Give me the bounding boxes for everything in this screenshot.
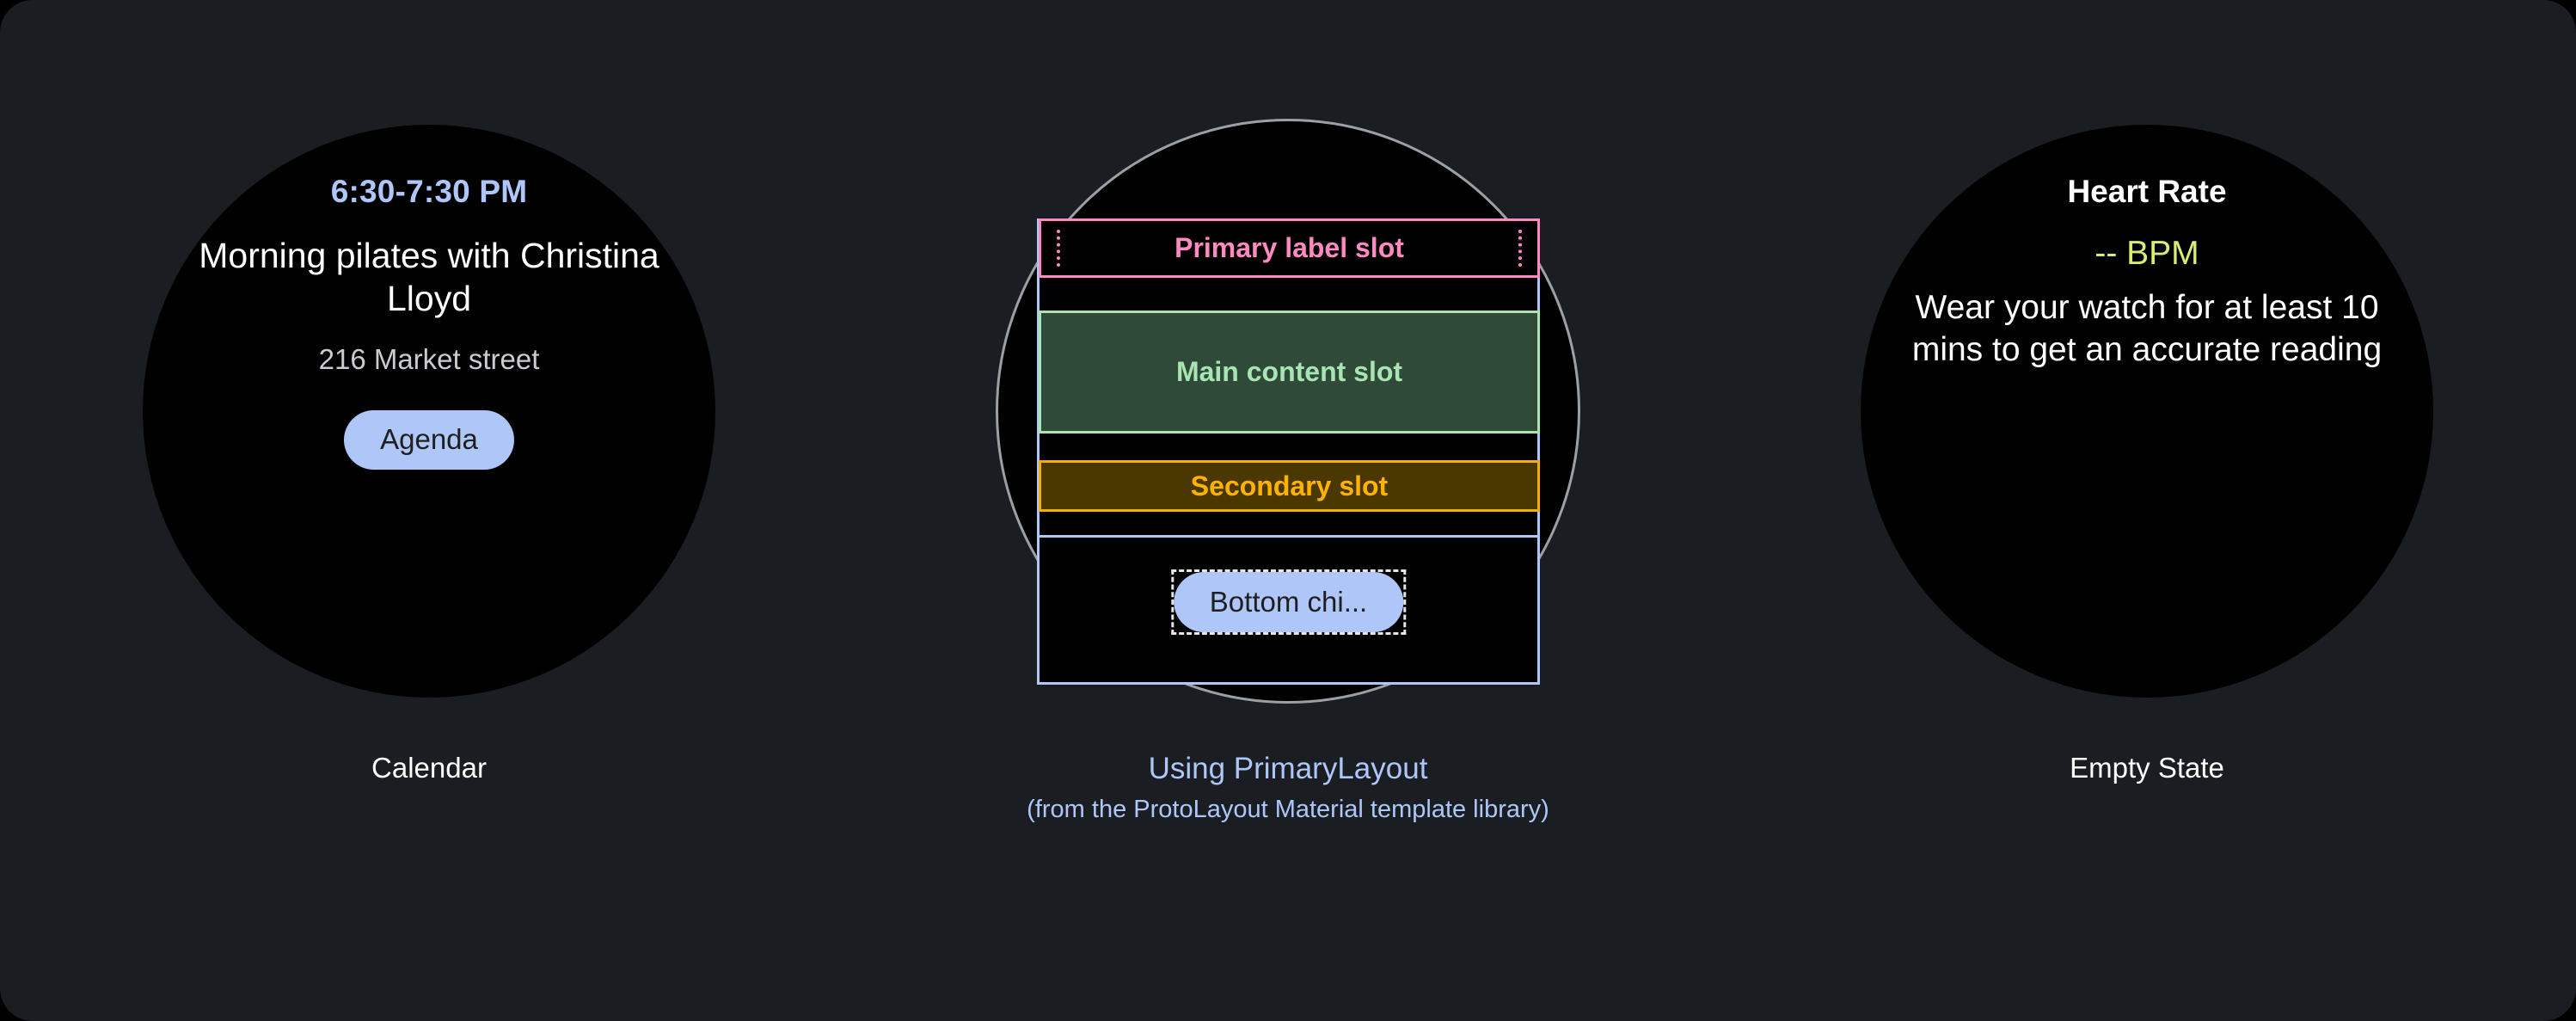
caption-empty-state: Empty State	[2070, 752, 2224, 784]
calendar-event-location: 216 Market street	[318, 342, 540, 375]
calendar-face-content: 6:30-7:30 PM Morning pilates with Christ…	[143, 125, 715, 698]
guide-line-left-icon	[1057, 230, 1060, 267]
panel-calendar: 6:30-7:30 PM Morning pilates with Christ…	[0, 0, 858, 1021]
heart-rate-value: -- BPM	[2095, 234, 2199, 272]
caption-primary-layout-main: Using PrimaryLayout	[1148, 752, 1428, 785]
slot-primary-label[interactable]: Primary label slot	[1039, 218, 1540, 278]
slot-divider-line	[1039, 535, 1540, 538]
heart-rate-description: Wear your watch for at least 10 mins to …	[1911, 288, 2383, 369]
caption-primary-layout: Using PrimaryLayout (from the ProtoLayou…	[859, 750, 1717, 826]
calendar-agenda-chip[interactable]: Agenda	[344, 410, 514, 470]
primary-layout-container: Primary label slot Main content slot Sec…	[1037, 218, 1540, 685]
slot-main-content-text: Main content slot	[1175, 356, 1403, 387]
calendar-event-title: Morning pilates with Christina Lloyd	[199, 235, 659, 318]
caption-primary-layout-sub: (from the ProtoLayout Material template …	[1027, 795, 1549, 823]
watch-face-empty-state	[1861, 125, 2433, 698]
bottom-chip-outline: Bottom chi...	[1170, 569, 1407, 636]
slot-primary-label-text: Primary label slot	[1175, 232, 1404, 263]
caption-calendar: Calendar	[371, 752, 487, 784]
guide-line-right-icon	[1518, 230, 1522, 267]
slot-main-content[interactable]: Main content slot	[1039, 311, 1540, 434]
panel-empty-state: Heart Rate -- BPM Wear your watch for at…	[1718, 0, 2576, 1021]
slot-secondary[interactable]: Secondary slot	[1039, 460, 1540, 512]
calendar-time-range: 6:30-7:30 PM	[330, 174, 528, 209]
empty-state-face-content: Heart Rate -- BPM Wear your watch for at…	[1861, 125, 2433, 698]
slot-secondary-text: Secondary slot	[1190, 470, 1389, 501]
bottom-chip-button[interactable]: Bottom chi...	[1173, 572, 1404, 633]
heart-rate-title: Heart Rate	[2067, 174, 2227, 209]
panel-primary-layout: Primary label slot Main content slot Sec…	[859, 0, 1717, 1021]
